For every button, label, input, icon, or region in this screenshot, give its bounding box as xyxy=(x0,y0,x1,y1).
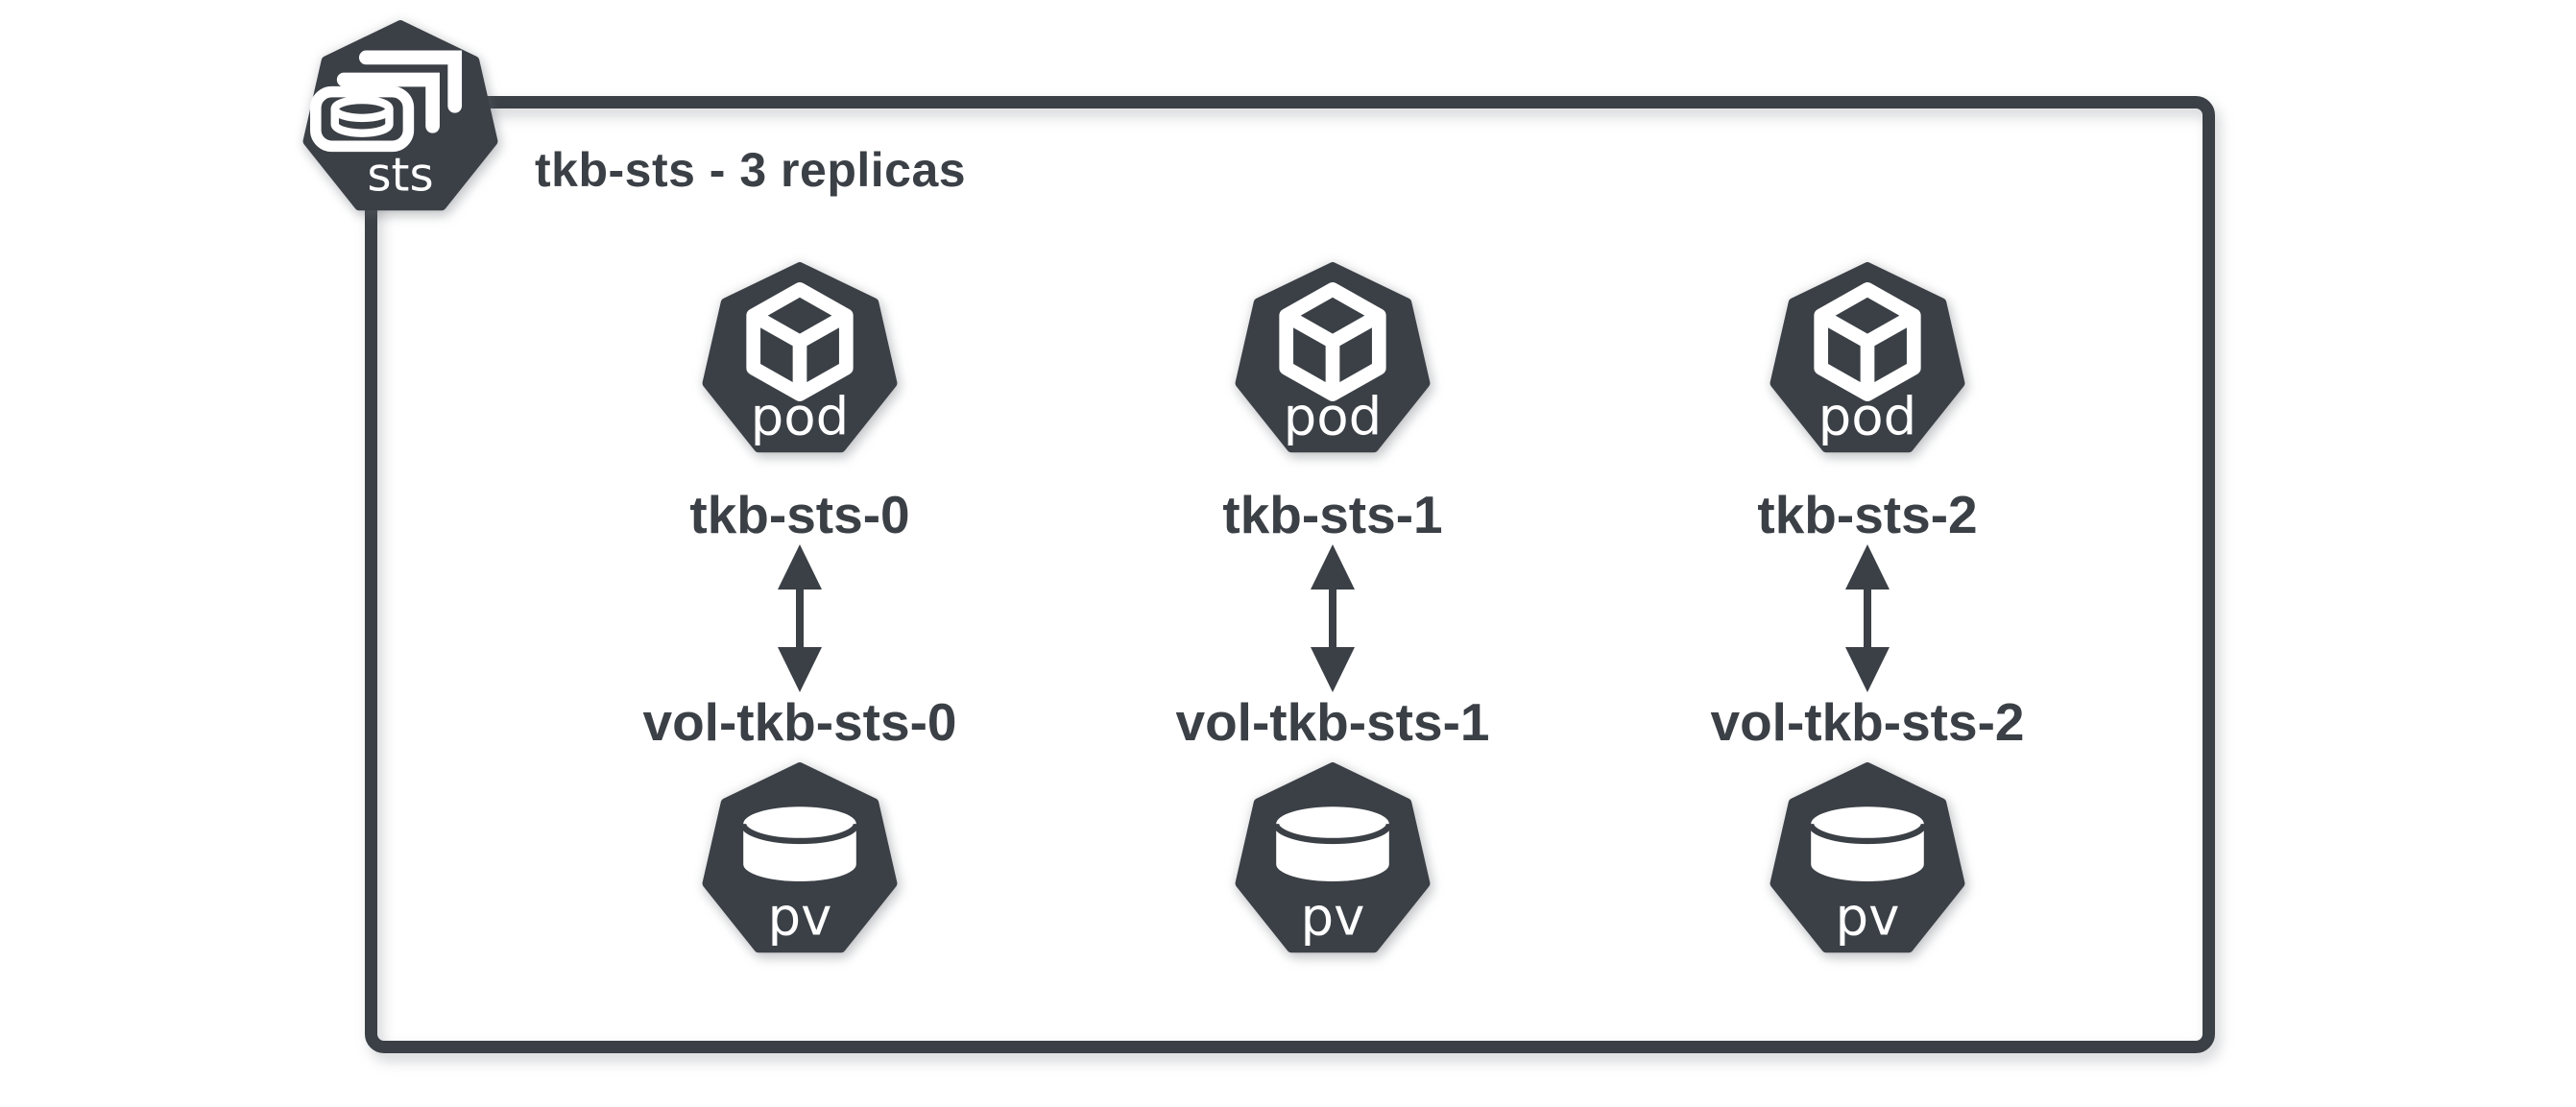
volume-name-label: vol-tkb-sts-1 xyxy=(1175,692,1490,752)
disk-rim-line xyxy=(1273,823,1392,845)
pv-icon: pv xyxy=(702,762,898,953)
pod-volume-link-arrow xyxy=(1311,544,1355,692)
volume-name-label: vol-tkb-sts-0 xyxy=(642,692,957,752)
pod-icon: pod xyxy=(1769,262,1965,453)
pod-volume-link-arrow xyxy=(1845,544,1890,692)
pod-name-label: tkb-sts-2 xyxy=(1757,485,1978,544)
disk-body xyxy=(1811,824,1924,881)
cube-glyph xyxy=(1279,282,1386,401)
pv-icon-label: pv xyxy=(768,886,832,948)
pod-volume-link-arrow xyxy=(778,544,822,692)
sts-cylinder-body xyxy=(330,105,394,137)
sts-square xyxy=(310,85,415,153)
heptagon-shape xyxy=(302,20,498,211)
statefulset-icon: sts xyxy=(302,20,498,211)
arrow-head-up xyxy=(1845,544,1890,590)
pod-icon-label: pod xyxy=(1818,386,1917,447)
arrow-head-down xyxy=(778,647,822,692)
pv-icon-label: pv xyxy=(1836,886,1900,948)
sts-icon-label: sts xyxy=(367,148,433,202)
disk-rim-line xyxy=(1808,823,1927,845)
pv-icon: pv xyxy=(1235,762,1431,953)
pv-icon: pv xyxy=(1769,762,1965,953)
disk-rim-line xyxy=(740,823,859,845)
replica-arrow-outer xyxy=(358,50,463,113)
statefulset-title: tkb-sts - 3 replicas xyxy=(535,143,967,197)
arrow-head-up xyxy=(1311,544,1355,590)
pod-icon-label: pod xyxy=(1284,386,1383,447)
volume-name-label: vol-tkb-sts-2 xyxy=(1710,692,2025,752)
pod-icon-label: pod xyxy=(751,386,850,447)
arrow-head-down xyxy=(1311,647,1355,692)
arrow-head-down xyxy=(1845,647,1890,692)
pod-icon: pod xyxy=(1235,262,1431,453)
cube-glyph xyxy=(746,282,854,401)
arrow-head-up xyxy=(778,544,822,590)
pod-icon: pod xyxy=(702,262,898,453)
cube-glyph xyxy=(1814,282,1921,401)
replica-arrow-inner xyxy=(336,72,440,133)
pv-icon-label: pv xyxy=(1301,886,1365,948)
disk-body xyxy=(743,824,856,881)
disk-body xyxy=(1276,824,1389,881)
pod-name-label: tkb-sts-1 xyxy=(1222,485,1443,544)
pod-name-label: tkb-sts-0 xyxy=(689,485,910,544)
statefulset-box xyxy=(365,96,2215,1053)
